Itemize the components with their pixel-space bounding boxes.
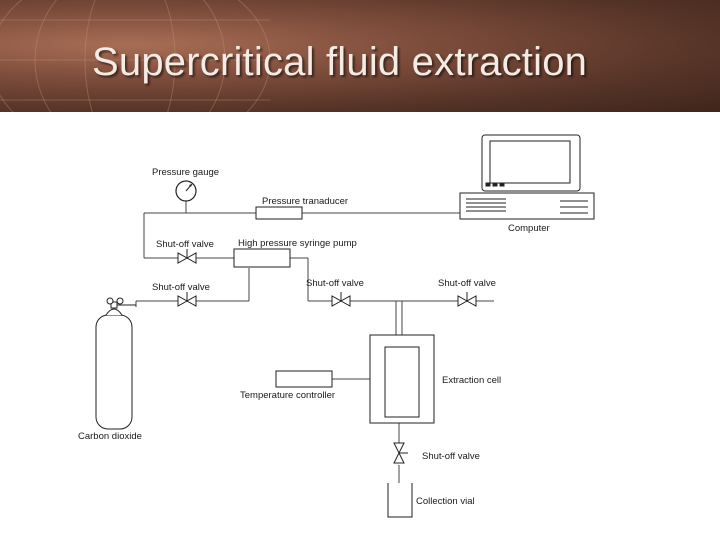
extraction-cell-icon [369, 334, 435, 424]
label-syringe-pump: High pressure syringe pump [238, 238, 357, 249]
label-extraction-cell: Extraction cell [442, 375, 501, 386]
computer-icon [459, 134, 595, 220]
label-shutoff-valve-5: Shut-off valve [422, 451, 480, 462]
label-shutoff-valve-1: Shut-off valve [156, 239, 214, 250]
sfe-schematic: Pressure gauge Pressure tranaducer Compu… [30, 125, 666, 525]
co2-cylinder-icon [95, 297, 136, 430]
slide-header: Supercritical fluid extraction [0, 0, 720, 112]
label-shutoff-valve-2: Shut-off valve [152, 282, 210, 293]
label-computer: Computer [508, 223, 550, 234]
shutoff-valve-3-icon [331, 292, 351, 307]
label-temperature-controller: Temperature controller [240, 390, 335, 401]
pressure-gauge-icon [175, 180, 197, 202]
slide-title: Supercritical fluid extraction [92, 40, 588, 84]
globe-decoration [0, 0, 271, 112]
diagram-background [30, 125, 666, 525]
label-pressure-gauge: Pressure gauge [152, 167, 219, 178]
label-carbon-dioxide: Carbon dioxide [78, 431, 142, 442]
label-pressure-transducer: Pressure tranaducer [262, 196, 348, 207]
syringe-pump-box [233, 248, 291, 268]
label-collection-vial: Collection vial [416, 496, 475, 507]
temperature-controller-box [275, 370, 333, 388]
label-shutoff-valve-3: Shut-off valve [306, 278, 364, 289]
shutoff-valve-5-icon [393, 442, 408, 464]
pressure-transducer-box [255, 206, 303, 220]
collection-vial-icon [387, 483, 413, 518]
label-shutoff-valve-4: Shut-off valve [438, 278, 496, 289]
shutoff-valve-4-icon [457, 292, 477, 307]
shutoff-valve-1-icon [177, 249, 197, 264]
shutoff-valve-2-icon [177, 292, 197, 307]
